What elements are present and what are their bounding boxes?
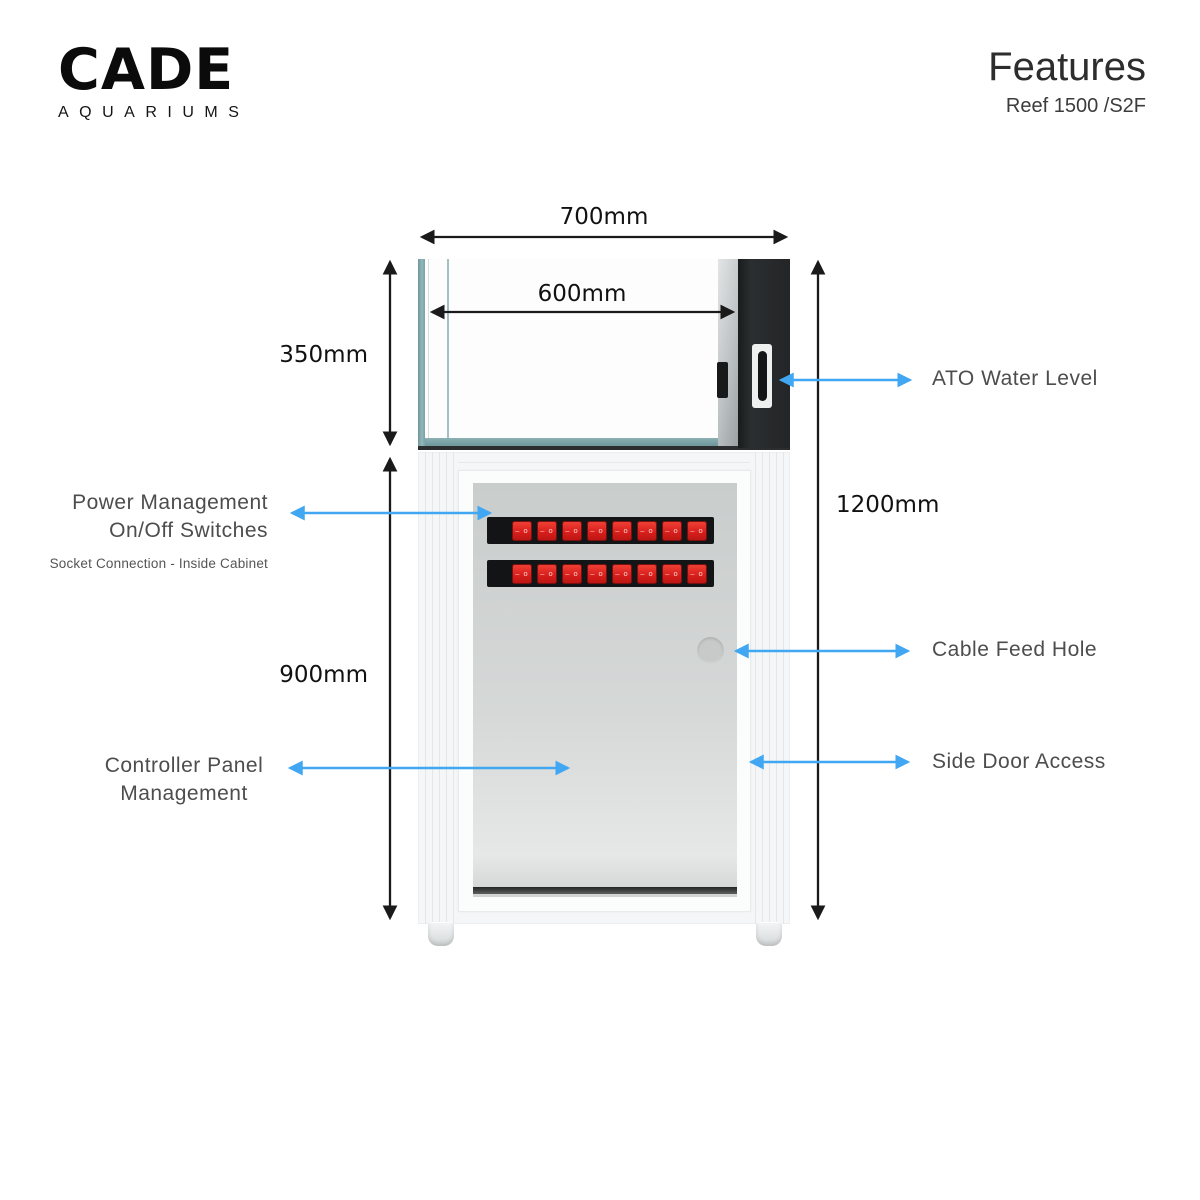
power-strip: – o– o– o– o– o– o– o– o xyxy=(487,560,714,587)
rocker-switch: – o xyxy=(587,563,607,584)
dim-label-900mm: 900mm xyxy=(279,662,368,688)
rocker-switch: – o xyxy=(512,520,532,541)
rocker-switch: – o xyxy=(587,520,607,541)
dim-label-1200mm: 1200mm xyxy=(836,492,940,518)
rocker-switch: – o xyxy=(662,520,682,541)
cabinet-door: – o– o– o– o– o– o– o– o – o– o– o– o– o… xyxy=(458,470,751,912)
page-subtitle: Reef 1500 /S2F xyxy=(1005,95,1146,117)
rocker-switch: – o xyxy=(637,520,657,541)
label-power-management: Power Management On/Off Switches Socket … xyxy=(0,489,268,578)
rocker-switch: – o xyxy=(612,520,632,541)
cabinet: – o– o– o– o– o– o– o– o – o– o– o– o– o… xyxy=(418,452,790,946)
label-side-door-access: Side Door Access xyxy=(932,750,1106,773)
rocker-switch: – o xyxy=(537,520,557,541)
cabinet-door-panel: – o– o– o– o– o– o– o– o – o– o– o– o– o… xyxy=(473,483,737,897)
tank-inner-glass-edge xyxy=(447,259,449,441)
dim-label-700mm: 700mm xyxy=(559,204,649,230)
ato-water-level-window xyxy=(752,344,772,408)
tank-front-glass-edge xyxy=(428,259,429,446)
rocker-switch: – o xyxy=(687,563,707,584)
label-cable-feed-hole: Cable Feed Hole xyxy=(932,638,1098,661)
label-power-note: Socket Connection - Inside Cabinet xyxy=(49,556,268,571)
cabinet-top-trim xyxy=(458,462,750,463)
tank-left-glass xyxy=(418,259,425,450)
door-bottom-shadow xyxy=(473,887,737,894)
cabinet-left-panel-grooves xyxy=(419,452,459,924)
label-power-line2: On/Off Switches xyxy=(109,519,268,542)
brand-logo: CADE AQUARIUMS xyxy=(58,40,249,122)
label-controller-line2: Management xyxy=(120,782,248,805)
rocker-switch: – o xyxy=(637,563,657,584)
label-power-line1: Power Management xyxy=(72,491,268,514)
cabinet-foot-right xyxy=(756,922,782,946)
dim-label-350mm: 350mm xyxy=(279,342,368,368)
label-controller-line1: Controller Panel xyxy=(104,754,264,777)
return-fitting xyxy=(717,362,728,398)
brand-name: CADE xyxy=(58,37,235,103)
label-controller-panel: Controller Panel Management xyxy=(84,752,284,808)
tank-bottom-glass xyxy=(425,438,742,446)
label-ato-water-level: ATO Water Level xyxy=(932,367,1098,390)
rocker-switch: – o xyxy=(562,563,582,584)
rocker-switch: – o xyxy=(687,520,707,541)
ato-level-slot xyxy=(757,351,767,401)
brand-tagline: AQUARIUMS xyxy=(58,104,250,121)
cabinet-right-panel-grooves xyxy=(749,452,789,924)
rocker-switch: – o xyxy=(612,563,632,584)
dim-label-600mm: 600mm xyxy=(537,281,627,307)
rocker-switch: – o xyxy=(562,520,582,541)
title-block: Features Reef 1500 /S2F xyxy=(988,44,1146,118)
rocker-switch: – o xyxy=(537,563,557,584)
power-strip: – o– o– o– o– o– o– o– o xyxy=(487,517,714,544)
rocker-switch: – o xyxy=(512,563,532,584)
rocker-switch: – o xyxy=(662,563,682,584)
external-overflow-box xyxy=(738,259,790,448)
cabinet-foot-left xyxy=(428,922,454,946)
cable-feed-hole xyxy=(697,637,724,664)
tank-base-trim xyxy=(418,446,790,450)
page-title: Features xyxy=(988,45,1146,89)
